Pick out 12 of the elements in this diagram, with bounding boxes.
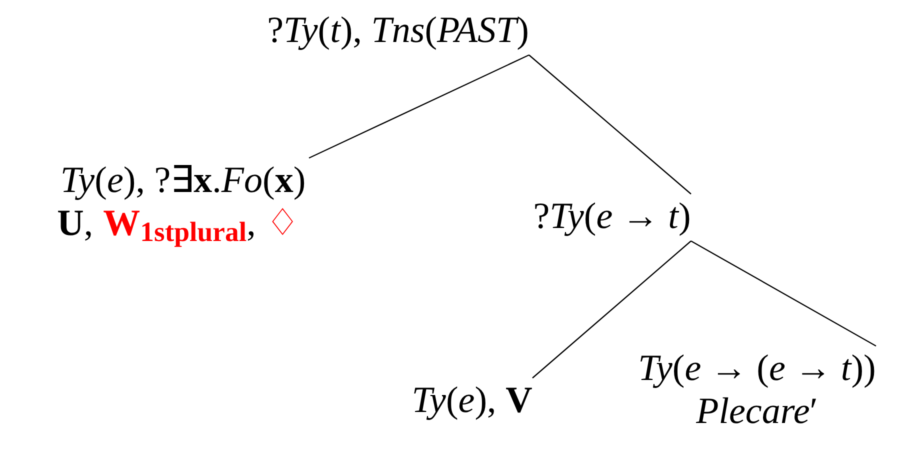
tree-branch bbox=[690, 240, 876, 347]
formula-text: ?Ty(e → t) bbox=[533, 196, 691, 239]
formula-text: Ty(e), V bbox=[412, 380, 532, 423]
annotation-text: U, bbox=[57, 202, 94, 244]
annotation-text: Plecare′ bbox=[695, 390, 819, 434]
formula-text: Ty(e → (e → t)) bbox=[638, 348, 876, 391]
tree-branch bbox=[532, 240, 692, 378]
formula-text: Ty(e), ?∃x.Fo(x) bbox=[59, 160, 307, 203]
annotation-text: ♢ bbox=[266, 202, 299, 244]
tree-branch bbox=[528, 54, 692, 194]
formula-text: ?Ty(t), Tns(PAST) bbox=[267, 10, 529, 53]
tree-branch bbox=[308, 54, 530, 159]
